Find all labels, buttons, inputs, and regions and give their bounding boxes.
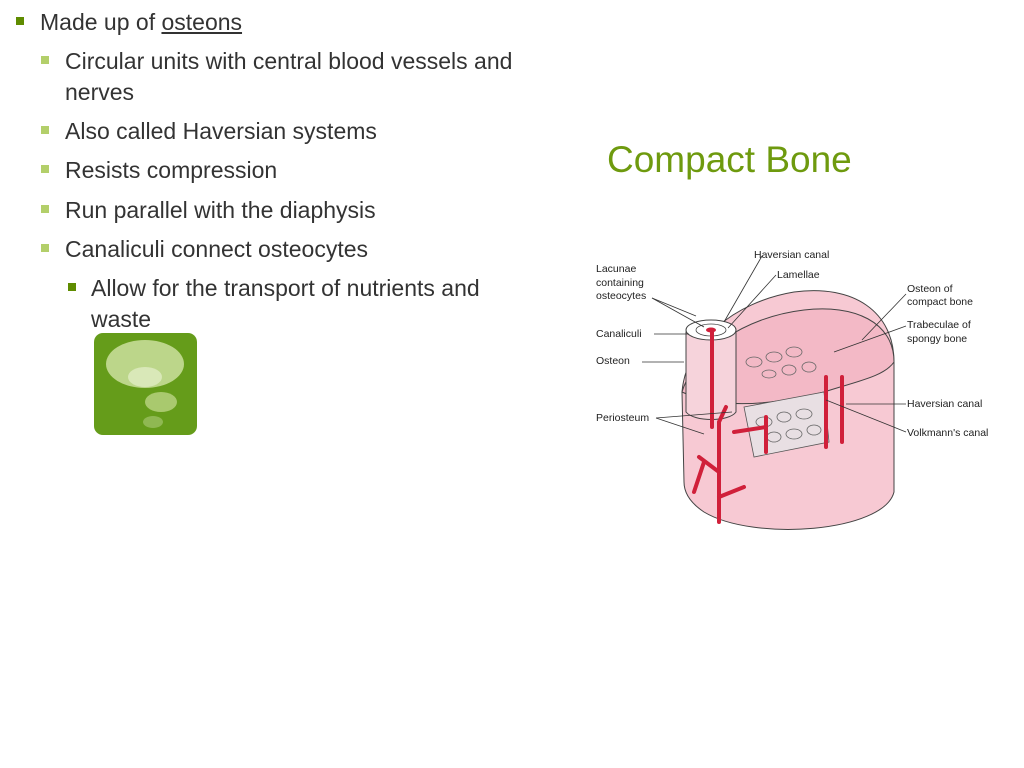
label-lacunae-2: containing [596, 277, 644, 289]
thought-bubble-graphic [106, 340, 184, 428]
bullet-canaliculi: Canaliculi connect osteocytes [41, 234, 368, 265]
square-bullet-icon [41, 126, 49, 134]
label-volkmanns-canal: Volkmann's canal [907, 427, 988, 439]
square-bullet-icon [41, 165, 49, 173]
thought-bubble-icon[interactable] [94, 333, 197, 435]
label-lacunae-1: Lacunae [596, 263, 636, 275]
bullet-transport-nutrients: Allow for the transport of nutrients and… [68, 273, 480, 335]
square-bullet-icon [41, 56, 49, 64]
bullet-made-up-of-osteons: Made up of osteons [16, 7, 243, 38]
square-bullet-icon [41, 244, 49, 252]
label-lamellae: Lamellae [777, 269, 820, 281]
label-lacunae-3: osteocytes [596, 290, 646, 302]
label-osteon: Osteon [596, 355, 630, 367]
label-trabeculae-2: spongy bone [907, 333, 967, 345]
bullet-circular-units: Circular units with central blood vessel… [41, 46, 512, 108]
compact-bone-diagram: Haversian canal Lamellae Lacunae contain… [594, 242, 1004, 534]
osteons-link[interactable]: osteons [161, 9, 243, 35]
bullet-run-parallel: Run parallel with the diaphysis [41, 195, 376, 226]
bullet-resists-compression: Resists compression [41, 155, 277, 186]
slide-title: Compact Bone [607, 139, 852, 180]
square-bullet-icon [68, 283, 76, 291]
bullet-haversian-systems: Also called Haversian systems [41, 116, 377, 147]
label-osteon-compact-2: compact bone [907, 296, 973, 308]
label-periosteum: Periosteum [596, 412, 649, 424]
label-haversian-canal-top: Haversian canal [754, 249, 829, 261]
label-osteon-compact-1: Osteon of [907, 283, 953, 295]
square-bullet-icon [16, 17, 24, 25]
bone-illustration: Haversian canal Lamellae Lacunae contain… [596, 249, 988, 530]
square-bullet-icon [41, 205, 49, 213]
label-haversian-canal-right: Haversian canal [907, 398, 982, 410]
label-trabeculae-1: Trabeculae of [907, 319, 971, 331]
label-canaliculi: Canaliculi [596, 328, 642, 340]
